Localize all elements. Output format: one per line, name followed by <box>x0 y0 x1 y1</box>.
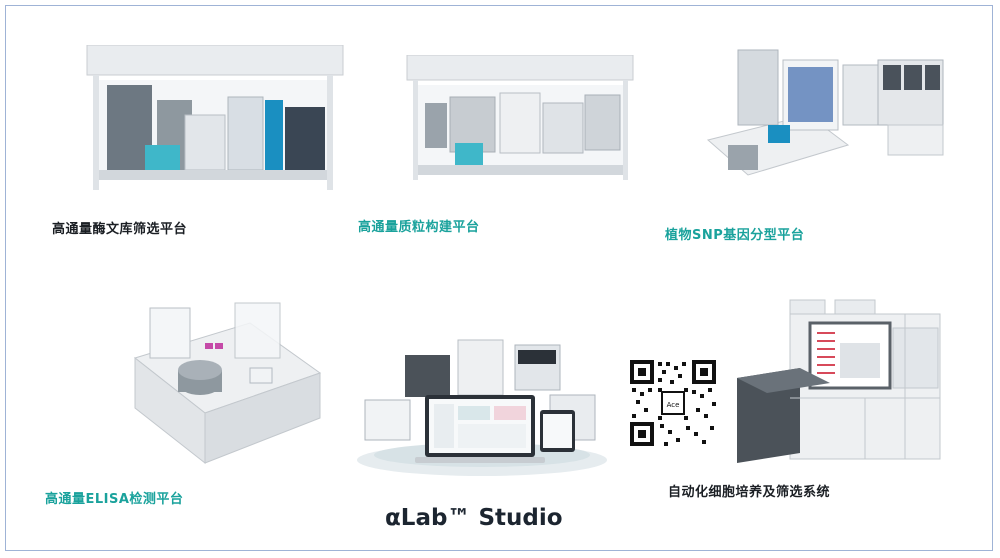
caption-cell-culture: 自动化细胞培养及筛选系统 <box>668 485 831 500</box>
enzyme-library-platform-illustration <box>86 45 344 190</box>
elisa-platform-illustration <box>133 302 322 465</box>
snp-platform-illustration <box>706 49 944 176</box>
studio-title: αLab™ Studio <box>385 505 563 531</box>
caption-snp: 植物SNP基因分型平台 <box>665 228 805 243</box>
caption-enzyme-library: 高通量酶文库筛选平台 <box>52 222 188 237</box>
studio-illustration <box>357 339 607 476</box>
plasmid-platform-illustration <box>406 55 634 180</box>
cell-culture-illustration <box>737 299 941 463</box>
caption-plasmid: 高通量质粒构建平台 <box>358 220 480 235</box>
caption-elisa: 高通量ELISA检测平台 <box>45 492 184 507</box>
qr-center-logo: Ace <box>667 401 680 409</box>
qr-code-image: Ace <box>628 358 718 448</box>
outer-frame <box>5 5 993 551</box>
